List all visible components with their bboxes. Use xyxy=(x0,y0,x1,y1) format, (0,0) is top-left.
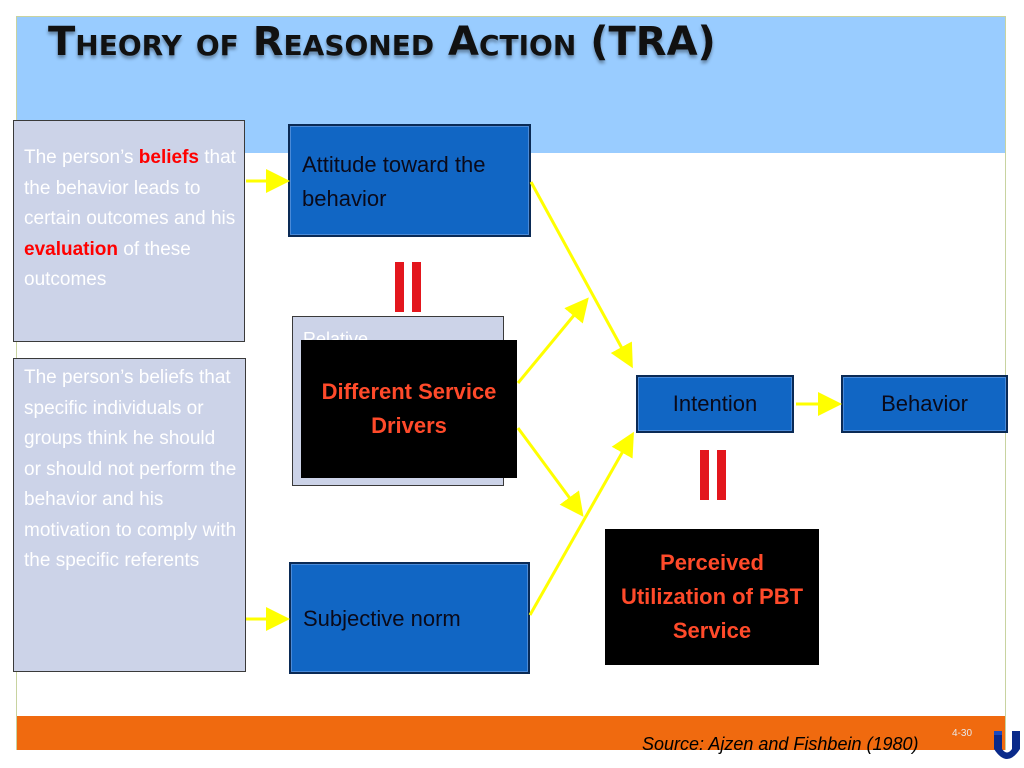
intention-box: Intention xyxy=(636,375,794,433)
beliefs-text-pre: The person’s xyxy=(24,147,139,168)
subjective-norm-box: Subjective norm xyxy=(289,562,530,674)
slide-title: Theory of Reasoned Action (TRA) xyxy=(48,19,716,65)
arrow-drivers-up xyxy=(516,297,589,384)
slide-number: 4-30 xyxy=(952,728,973,739)
norm-beliefs-text: The person’s beliefs that specific indiv… xyxy=(24,367,237,571)
source-citation: Source: Ajzen and Fishbein (1980) xyxy=(642,734,919,754)
subjective-norm-label: Subjective norm xyxy=(303,606,461,631)
equals-sign-icon xyxy=(697,450,729,510)
behavior-label: Behavior xyxy=(881,391,968,416)
intention-label: Intention xyxy=(672,391,758,416)
arrow-drivers-down xyxy=(516,427,584,517)
perceived-utilization-label: Perceived Utilization of PBT Service xyxy=(620,550,804,643)
beliefs-box-norm: The person’s beliefs that specific indiv… xyxy=(13,358,246,672)
attitude-box: Attitude toward the behavior xyxy=(288,124,531,237)
equals-sign-icon xyxy=(392,262,424,322)
behavior-box: Behavior xyxy=(841,375,1008,433)
beliefs-text-mid: that the behavior leads to certain outco… xyxy=(24,147,236,229)
university-logo-icon xyxy=(994,731,1020,759)
arrow-attitude-to-intention xyxy=(529,181,633,369)
service-drivers-box: Different Service Drivers xyxy=(301,340,517,478)
attitude-label: Attitude toward the behavior xyxy=(302,152,486,211)
perceived-utilization-box: Perceived Utilization of PBT Service xyxy=(605,529,819,665)
evaluation-highlight: evaluation xyxy=(24,238,118,260)
beliefs-highlight: beliefs xyxy=(138,147,199,168)
service-drivers-label: Different Service Drivers xyxy=(321,379,497,438)
beliefs-box-attitude: The person’s beliefs that the behavior l… xyxy=(13,120,245,342)
arrow-subjective-to-intention xyxy=(528,431,634,616)
beliefs-text-post: of these outcomes xyxy=(24,238,191,291)
footer-band xyxy=(17,716,1005,750)
